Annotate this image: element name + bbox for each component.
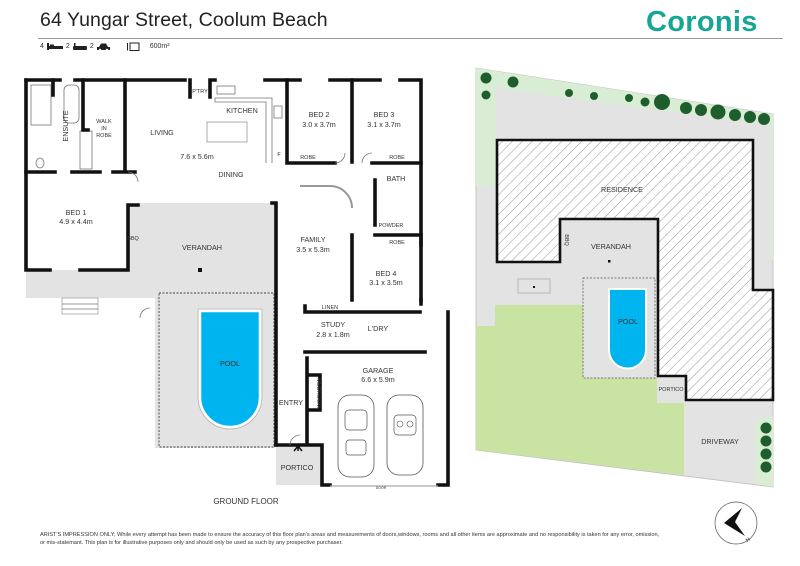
bbq-label: BBQ (127, 236, 139, 242)
room-portico-label: PORTICO (281, 463, 314, 472)
room-verandah-label: VERANDAH (182, 243, 222, 252)
kitchen-island (206, 121, 248, 143)
room-bed3-label: BED 3 (374, 110, 395, 119)
steps (61, 297, 99, 315)
lawn (476, 305, 684, 475)
site-residence-label: RESIDENCE (601, 185, 643, 194)
north-compass: N (714, 501, 758, 545)
verandah-post (198, 268, 202, 272)
land-area: 600m² (149, 43, 170, 50)
fridge-label: F (277, 152, 281, 158)
room-laundry-label: L'DRY (368, 324, 389, 333)
room-walk-in-robe-label-2: IN (101, 126, 107, 132)
room-family-size: 3.5 x 5.3m (296, 245, 330, 254)
room-bed1-label: BED 1 (66, 208, 87, 217)
property-stats: 4 2 2 600m² (40, 42, 170, 51)
room-robe-bed4-label: ROBE (389, 240, 405, 246)
room-robe-bed3-label: ROBE (389, 155, 405, 161)
car-count: 2 (89, 43, 94, 50)
room-robe-bed2-label: ROBE (300, 155, 316, 161)
room-powder-label: POWDER (379, 223, 404, 229)
room-dining-label: DINING (218, 170, 244, 179)
site-driveway-label: DRIVEWAY (701, 437, 739, 446)
trees (480, 72, 772, 473)
room-living-label: LIVING (150, 128, 174, 137)
walls (24, 78, 450, 487)
bed-count: 4 (40, 43, 44, 50)
room-linen-label: LINEN (322, 305, 338, 311)
portico-paving (276, 446, 321, 485)
site-pool (608, 288, 647, 370)
room-family-label: FAMILY (300, 235, 325, 244)
land-area-icon (126, 42, 140, 51)
north-arrow-icon (724, 508, 745, 536)
property-address-title: 64 Yungar Street, Coolum Beach (40, 9, 328, 31)
room-garage-size: 6.6 x 5.9m (361, 375, 395, 384)
site-bbq-label: BBQ (563, 234, 569, 246)
pool-label: POOL (220, 359, 240, 368)
room-bed3-size: 3.1 x 3.7m (367, 120, 401, 129)
room-bed2-size: 3.0 x 3.7m (302, 120, 336, 129)
pool (198, 309, 262, 429)
header-divider (38, 38, 783, 39)
bath-count: 2 (65, 43, 70, 50)
room-walk-in-robe-label-3: ROBE (96, 133, 112, 139)
room-bed1-size: 4.9 x 4.4m (59, 217, 93, 226)
brand-logo: Coronis (646, 6, 758, 38)
room-bed4-size: 3.1 x 3.5m (369, 278, 403, 287)
site-plan: RESIDENCE VERANDAH BBQ POOL PORTICO DRIV… (475, 67, 775, 488)
bed-icon (46, 43, 63, 50)
disclaimer-text: ARIST'S IMPRESSION ONLY; While every att… (40, 532, 660, 546)
room-study-size: 2.8 x 1.8m (316, 330, 350, 339)
bath-icon (72, 43, 87, 50)
car-outline-left (337, 394, 375, 478)
room-bed4-label: BED 4 (376, 269, 397, 278)
compass-north-label: N (745, 537, 752, 544)
room-ensuite-label: ENSUITE (61, 110, 70, 141)
room-entry-label: ENTRY (279, 398, 303, 407)
car-icon (96, 43, 110, 51)
room-garage-label: GARAGE (363, 366, 394, 375)
site-portico-label: PORTICO (659, 387, 685, 393)
site-pool-label: POOL (618, 317, 638, 326)
room-pantry-label: P'TRY (192, 89, 208, 95)
room-mudroom-label: MUDROOM (315, 378, 321, 408)
ground-floor-plan: P'TRY KITCHEN LIVING 7.6 x 5.6m DINING E… (24, 78, 450, 506)
room-study-label: STUDY (321, 320, 346, 329)
room-bed2-label: BED 2 (309, 110, 330, 119)
floor-level-label: GROUND FLOOR (213, 497, 279, 506)
car-outline-right (386, 394, 424, 476)
residence-footprint (495, 138, 775, 402)
room-kitchen-label: KITCHEN (226, 106, 258, 115)
room-living-size: 7.6 x 5.6m (180, 152, 214, 161)
site-verandah-label: VERANDAH (591, 242, 631, 251)
room-bath-label: BATH (387, 174, 406, 183)
room-walk-in-robe-label-1: WALK (96, 119, 112, 125)
pool-fence (158, 292, 275, 448)
garage-door-label: DOOR (376, 486, 387, 490)
garden-bed-top (476, 68, 773, 260)
